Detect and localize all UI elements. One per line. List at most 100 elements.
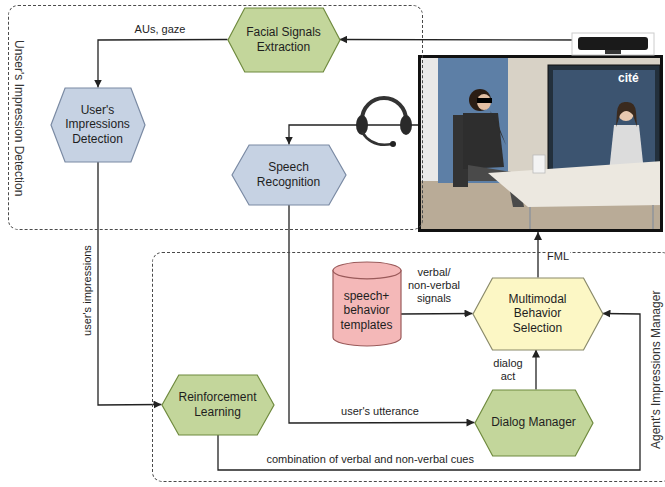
path-shape bbox=[362, 132, 392, 145]
hexagon-outline bbox=[232, 145, 346, 205]
connector-arrow bbox=[98, 40, 228, 88]
text-word: FML bbox=[547, 250, 569, 262]
text-word: act bbox=[501, 370, 516, 382]
text-word: and bbox=[374, 453, 392, 465]
text-word: Multimodal bbox=[508, 292, 566, 306]
connector-arrow bbox=[401, 313, 473, 315]
text-word: cité bbox=[618, 71, 639, 85]
screen-text-holder: cité bbox=[618, 71, 639, 85]
process-hexagon: Reinforcement Learning bbox=[162, 375, 274, 435]
node-text: Multimodal Behavior Selection bbox=[489, 292, 587, 335]
hexagon-shape bbox=[232, 145, 346, 205]
cylinder-outline bbox=[333, 262, 401, 346]
node-text: Facial Signals Extraction bbox=[242, 25, 326, 54]
rect-shape bbox=[533, 155, 545, 173]
node-text: speech+ behavior templates bbox=[337, 289, 397, 332]
text-word: verbal/ bbox=[417, 266, 450, 278]
scene-photo: cité bbox=[418, 55, 663, 232]
text-word: Impressions bbox=[649, 341, 663, 406]
text-word: speech+ bbox=[344, 289, 390, 303]
text-word: AUs, bbox=[135, 23, 159, 35]
edge-label: dialog act bbox=[485, 357, 531, 383]
text-word: Unser's bbox=[12, 40, 26, 80]
node-text: Speech Recognition bbox=[246, 160, 332, 189]
path-shape bbox=[362, 98, 406, 120]
line-shape bbox=[652, 205, 654, 230]
connector-arrow bbox=[537, 232, 538, 278]
connector-arrow bbox=[535, 350, 536, 390]
edge-label-holder: AUs, gaze bbox=[134, 23, 187, 36]
process-hexagon: Facial Signals Extraction bbox=[228, 8, 340, 72]
polygon-shape bbox=[418, 167, 663, 232]
circle-shape bbox=[618, 105, 634, 121]
cylinder-body bbox=[333, 270, 401, 346]
edge-label: user's utterance bbox=[340, 405, 420, 418]
ellipse-shape bbox=[477, 94, 491, 110]
text-word: Speech bbox=[268, 160, 309, 174]
hexagon-outline bbox=[162, 375, 274, 435]
text-word: Detection bbox=[12, 145, 26, 196]
rect-shape bbox=[418, 55, 438, 181]
text-word: Behavior bbox=[514, 306, 561, 320]
text-word: user's bbox=[81, 306, 93, 335]
text-word: signals bbox=[417, 292, 451, 304]
heading-holder: Agent's Impressions Manager bbox=[649, 291, 663, 449]
text-word: behavior bbox=[343, 303, 389, 317]
rect-shape bbox=[605, 50, 621, 54]
database-cylinder: speech+ behavior templates bbox=[333, 262, 401, 346]
edge-label-holder: dialog act bbox=[485, 357, 531, 383]
connector-arrow bbox=[289, 125, 418, 145]
edge-label: user's impressions bbox=[81, 244, 94, 337]
hexagon-outline bbox=[473, 278, 603, 350]
hexagon-outline bbox=[475, 390, 593, 456]
connector-arrow bbox=[218, 314, 640, 471]
text-word: non-verbal bbox=[396, 453, 448, 465]
hexagon-shape bbox=[228, 8, 340, 72]
text-word: Recognition bbox=[257, 175, 320, 189]
connector-arrow bbox=[98, 162, 162, 406]
circle-shape bbox=[390, 141, 396, 147]
process-hexagon: Dialog Manager bbox=[475, 390, 593, 456]
screen-text: cité bbox=[618, 71, 639, 85]
text-word: Learning bbox=[194, 405, 241, 419]
edge-label: FML bbox=[546, 250, 570, 263]
hexagon-shape bbox=[473, 278, 603, 350]
node-text: Reinforcement Learning bbox=[176, 390, 260, 419]
text-word: Impression bbox=[12, 83, 26, 142]
text-word: Impressions bbox=[65, 117, 130, 131]
text-word: utterance bbox=[373, 405, 419, 417]
hexagon-outline bbox=[51, 88, 145, 162]
ellipse-shape bbox=[400, 115, 412, 135]
kinect-sensor bbox=[572, 33, 654, 55]
process-hexagon: User's Impressions Detection bbox=[51, 88, 145, 162]
dashed-group: speech+ behavior templates Multimodal Beh… bbox=[152, 252, 665, 482]
group-heading: Unser's Impression Detection bbox=[11, 40, 25, 196]
node-text: Dialog Manager bbox=[489, 415, 578, 429]
hexagon-shape bbox=[475, 390, 593, 456]
edge-label-holder: user's impressions bbox=[81, 244, 94, 337]
text-word: Dialog bbox=[491, 415, 525, 429]
text-word: Reinforcement bbox=[178, 390, 256, 404]
rect-shape bbox=[572, 33, 654, 55]
node-text: User's Impressions Detection bbox=[62, 103, 133, 146]
group-heading: Agent's Impressions Manager bbox=[649, 291, 663, 449]
text-word: Manager bbox=[649, 290, 663, 337]
connector-arrow bbox=[340, 40, 591, 56]
dashed-group: Facial Signals ExtractionUser's Impressi… bbox=[8, 5, 423, 230]
text-word: Selection bbox=[513, 321, 562, 335]
text-word: combination bbox=[267, 453, 326, 465]
circle-shape bbox=[469, 89, 491, 111]
path-shape bbox=[607, 125, 646, 191]
text-word: gaze bbox=[162, 23, 186, 35]
text-word: dialog bbox=[493, 357, 522, 369]
path-shape bbox=[616, 102, 637, 127]
text-word: Detection bbox=[72, 132, 123, 146]
rect-shape bbox=[453, 115, 468, 187]
text-word: Facial bbox=[246, 25, 278, 39]
edge-label-holder: FML bbox=[546, 250, 570, 263]
hexagon-shape bbox=[51, 88, 145, 162]
text-word: user's bbox=[341, 405, 370, 417]
